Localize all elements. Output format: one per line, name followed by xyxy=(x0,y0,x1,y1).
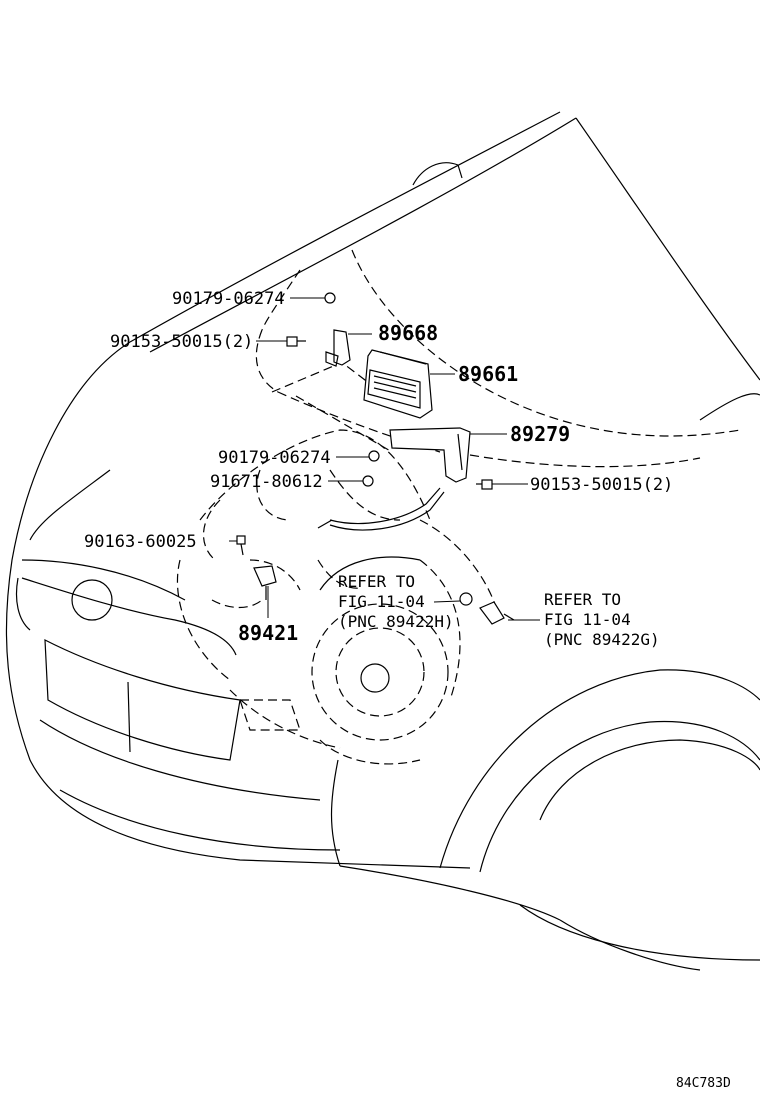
label-90179-upper: 90179-06274 xyxy=(172,289,285,309)
label-91671: 91671-80612 xyxy=(210,472,323,492)
sensor-89422g xyxy=(479,601,515,625)
ref-left: REFER TO FIG 11-04 (PNC 89422H) xyxy=(338,572,454,631)
label-90153-right: 90153-50015(2) xyxy=(530,475,673,495)
ecu-89661 xyxy=(363,349,433,419)
leader-lines xyxy=(229,297,540,621)
bolt-90163 xyxy=(236,535,246,556)
label-89421: 89421 xyxy=(238,621,298,645)
label-89661: 89661 xyxy=(458,362,518,386)
sensor-89421 xyxy=(253,565,277,600)
vehicle-outline xyxy=(5,111,760,971)
bolt-90153-right xyxy=(476,479,493,490)
bolt-91671 xyxy=(362,475,374,487)
part-shapes xyxy=(236,292,515,625)
label-90153-upper: 90153-50015(2) xyxy=(110,332,253,352)
transaxle-assembly xyxy=(176,429,501,765)
ref-left-line3: (PNC 89422H) xyxy=(338,612,454,631)
ref-right: REFER TO FIG 11-04 (PNC 89422G) xyxy=(544,590,660,649)
label-89668: 89668 xyxy=(378,321,438,345)
ref-right-line2: FIG 11-04 xyxy=(544,610,631,629)
bracket-89668 xyxy=(333,329,351,366)
label-90179-lower: 90179-06274 xyxy=(218,448,331,468)
nut-90179-lower xyxy=(368,450,380,462)
label-89279: 89279 xyxy=(510,422,570,446)
sensor-89422h xyxy=(459,592,473,606)
bolt-90153-upper xyxy=(286,336,306,347)
figure-code: 84C783D xyxy=(676,1076,731,1091)
ref-right-line3: (PNC 89422G) xyxy=(544,630,660,649)
nut-90179-upper xyxy=(324,292,336,304)
label-90163: 90163-60025 xyxy=(84,532,197,552)
ref-right-line1: REFER TO xyxy=(544,590,621,609)
ref-left-line2: FIG 11-04 xyxy=(338,592,425,611)
bracket-89279 xyxy=(389,427,471,483)
ref-left-line1: REFER TO xyxy=(338,572,415,591)
